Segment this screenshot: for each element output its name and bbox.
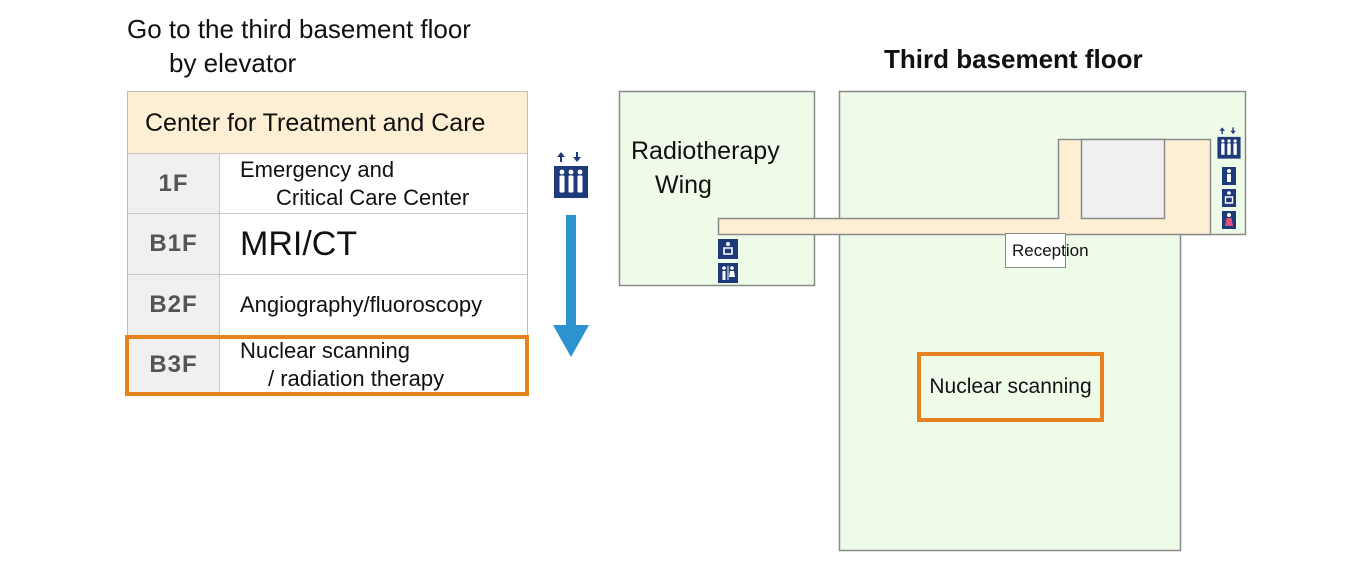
directory-row-b3f: B3F Nuclear scanning / radiation therapy bbox=[128, 336, 527, 393]
nuclear-scanning-destination: Nuclear scanning bbox=[917, 352, 1104, 422]
floor-label: 1F bbox=[128, 154, 220, 213]
map-title: Third basement floor bbox=[884, 44, 1143, 74]
wing-label-line-1: Radiotherapy bbox=[631, 137, 780, 165]
floor-description-line-1: Nuclear scanning bbox=[240, 337, 410, 363]
floor-description-line-1: MRI/CT bbox=[240, 225, 358, 263]
instruction-line-1: Go to the third basement floor bbox=[127, 14, 471, 44]
floor-label: B1F bbox=[128, 214, 220, 274]
accessible-restroom-icon bbox=[1222, 189, 1236, 207]
main-building-area bbox=[838, 90, 1247, 552]
floor-description-line-1: Emergency and bbox=[240, 156, 395, 182]
corridor bbox=[717, 138, 1212, 236]
floor-directory: Center for Treatment and Care 1F Emergen… bbox=[127, 91, 528, 394]
accessible-restroom-icon bbox=[718, 239, 738, 259]
radiotherapy-wing-label: Radiotherapy Wing bbox=[631, 134, 780, 202]
floor-label: B3F bbox=[128, 336, 220, 393]
wing-label-line-2: Wing bbox=[655, 171, 712, 199]
elevator-icon bbox=[1217, 127, 1241, 159]
floor-description-line-1: Angiography/fluoroscopy bbox=[240, 292, 483, 317]
down-arrow-icon bbox=[553, 215, 589, 357]
restroom-icon bbox=[718, 263, 738, 283]
floor-description-line-2: Critical Care Center bbox=[276, 184, 470, 210]
floor-description: Emergency and Critical Care Center bbox=[240, 154, 523, 213]
elevator-icon bbox=[554, 152, 588, 198]
directory-header: Center for Treatment and Care bbox=[128, 92, 527, 154]
floor-description-line-2: / radiation therapy bbox=[268, 365, 445, 391]
directory-row-b1f: B1F MRI/CT bbox=[128, 214, 527, 275]
directory-row-b2f: B2F Angiography/fluoroscopy bbox=[128, 275, 527, 336]
womens-restroom-icon bbox=[1222, 211, 1236, 229]
floor-description: Angiography/fluoroscopy bbox=[240, 275, 523, 335]
instruction-text: Go to the third basement floor by elevat… bbox=[127, 12, 547, 80]
reception-label: Reception bbox=[1005, 233, 1089, 268]
elevator-hall bbox=[1080, 138, 1166, 220]
instruction-line-2: by elevator bbox=[169, 48, 297, 78]
floor-label: B2F bbox=[128, 275, 220, 335]
floor-description: Nuclear scanning / radiation therapy bbox=[240, 336, 523, 393]
floor-description: MRI/CT bbox=[240, 214, 523, 274]
directory-row-1f: 1F Emergency and Critical Care Center bbox=[128, 154, 527, 214]
mens-restroom-icon bbox=[1222, 167, 1236, 185]
